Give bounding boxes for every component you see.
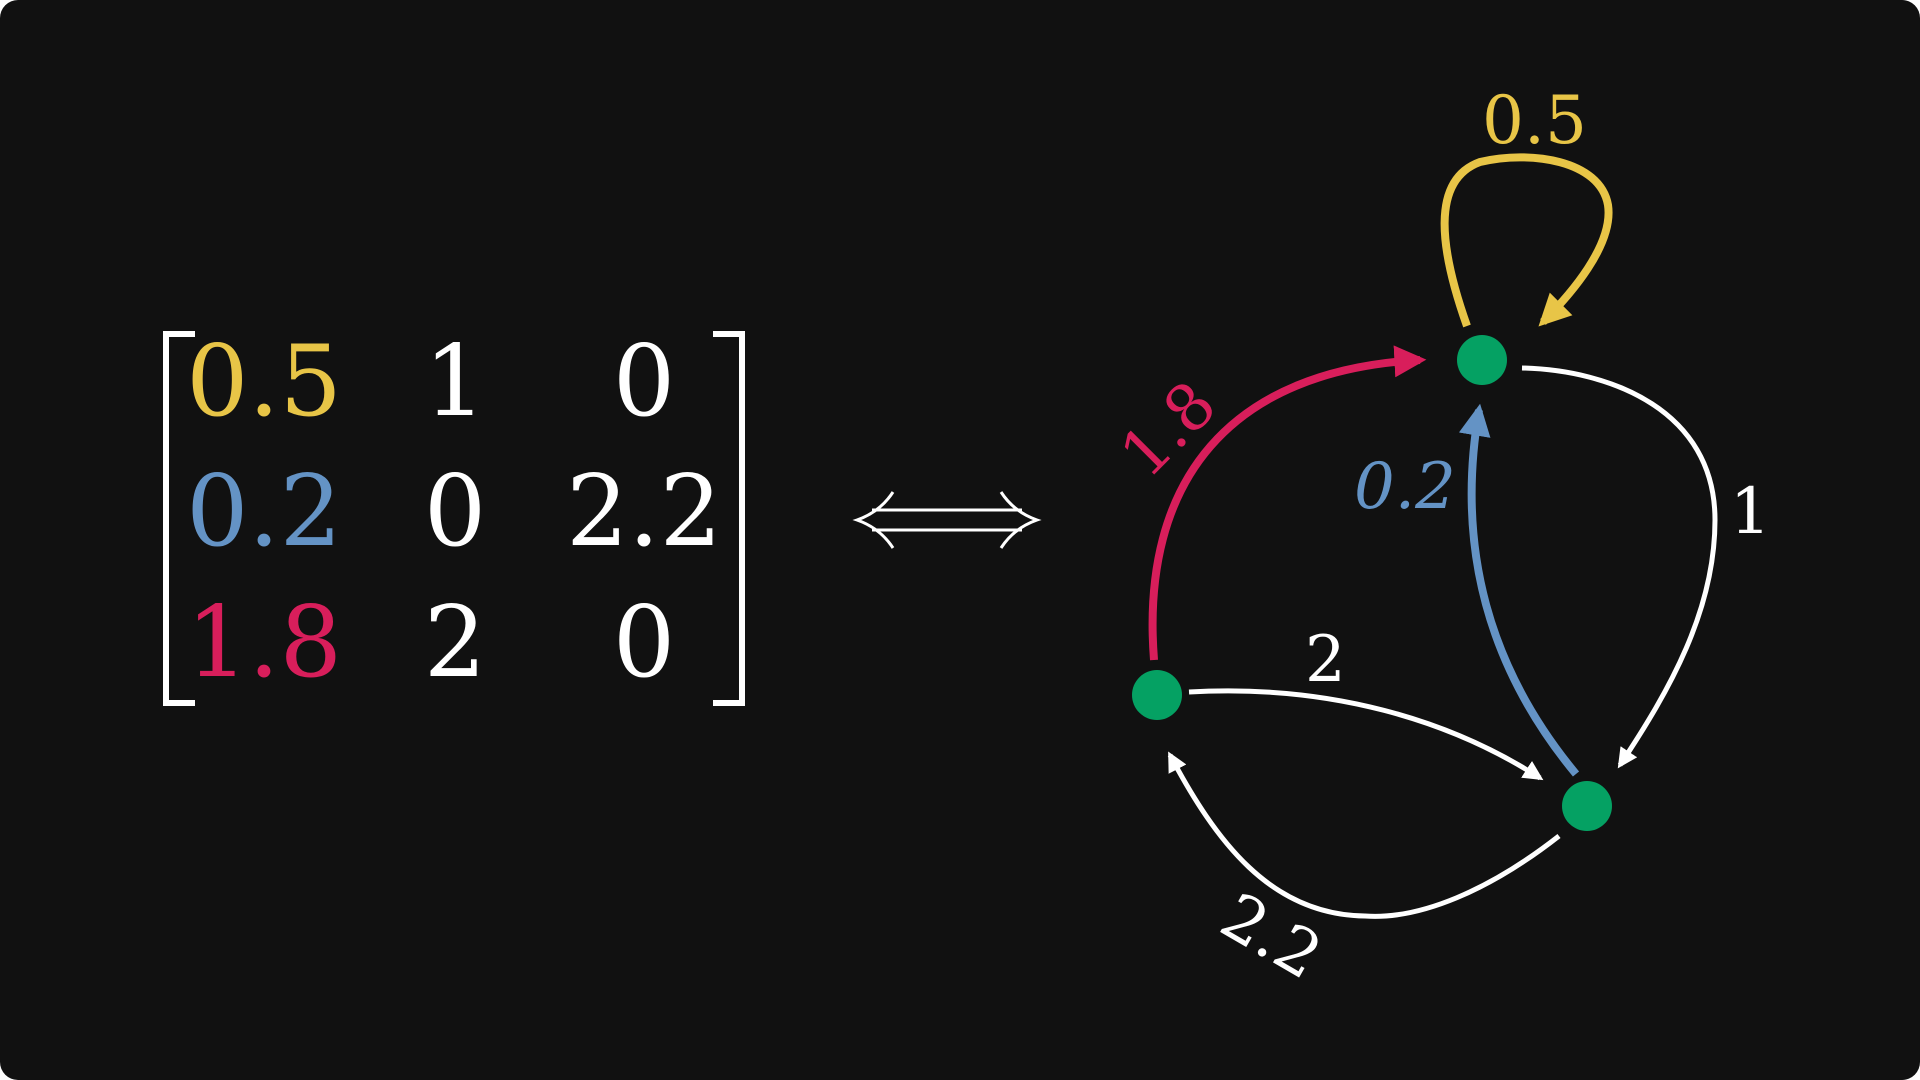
matrix-cell-r0c1: 1 xyxy=(423,325,487,439)
matrix-cell-r0c2: 0 xyxy=(612,325,676,439)
equivalence-arrow-icon xyxy=(852,491,1042,549)
matrix-left-bracket xyxy=(163,331,195,706)
matrix-cell-r1c0: 0.2 xyxy=(186,455,342,569)
matrix-cell-r2c2: 0 xyxy=(612,586,676,700)
edge-c-to-a xyxy=(1458,403,1580,777)
edge-c-to-b xyxy=(1167,751,1561,919)
matrix-cell-r2c0: 1.8 xyxy=(186,586,342,700)
graph-node-right xyxy=(1562,781,1612,831)
edge-label-a-to-c: 1 xyxy=(1730,475,1771,549)
matrix-cell-r2c1: 2 xyxy=(423,586,487,700)
matrix-cell-r1c2: 2.2 xyxy=(566,455,722,569)
matrix-right-bracket xyxy=(713,331,745,706)
graph-node-left xyxy=(1132,670,1182,720)
edge-b-to-c xyxy=(1188,688,1544,781)
edge-label-c-to-a: 0.2 xyxy=(1354,450,1456,524)
edge-label-b-to-c: 2 xyxy=(1305,623,1346,697)
matrix-cell-r0c0: 0.5 xyxy=(186,325,342,439)
edge-b-to-a xyxy=(1148,345,1427,661)
edge-a-to-c xyxy=(1521,365,1718,769)
edge-label-self-loop: 0.5 xyxy=(1482,82,1587,159)
graph-node-top xyxy=(1457,335,1507,385)
matrix-cell-r1c1: 0 xyxy=(423,455,487,569)
edge-self-loop xyxy=(1440,153,1613,328)
